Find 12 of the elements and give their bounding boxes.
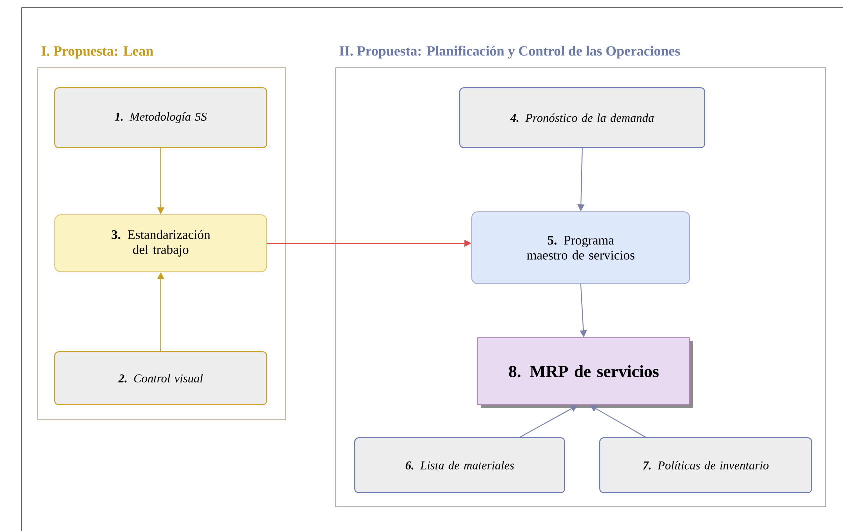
hatched-box: 1. Metodología 5S <box>54 88 268 148</box>
process-box: 8. MRP de servicios <box>478 338 693 408</box>
process-box: 5. Programa maestro de servicios <box>472 212 690 284</box>
hatched-box: 2. Control visual <box>54 352 268 406</box>
arrow <box>590 405 646 438</box>
hatched-box: 4. Pronóstico de la demanda <box>460 88 706 148</box>
hatched-box: 7. Políticas de inventario <box>600 438 812 494</box>
group-heading: I. Propuesta: Lean <box>42 46 154 59</box>
hatched-box: 6. Lista de materiales <box>354 438 566 494</box>
process-box: 3. Estandarización del trabajo <box>54 214 268 272</box>
group-heading: II. Propuesta: Planificación y Control de las Operaciones <box>340 46 680 59</box>
arrow <box>520 405 578 438</box>
